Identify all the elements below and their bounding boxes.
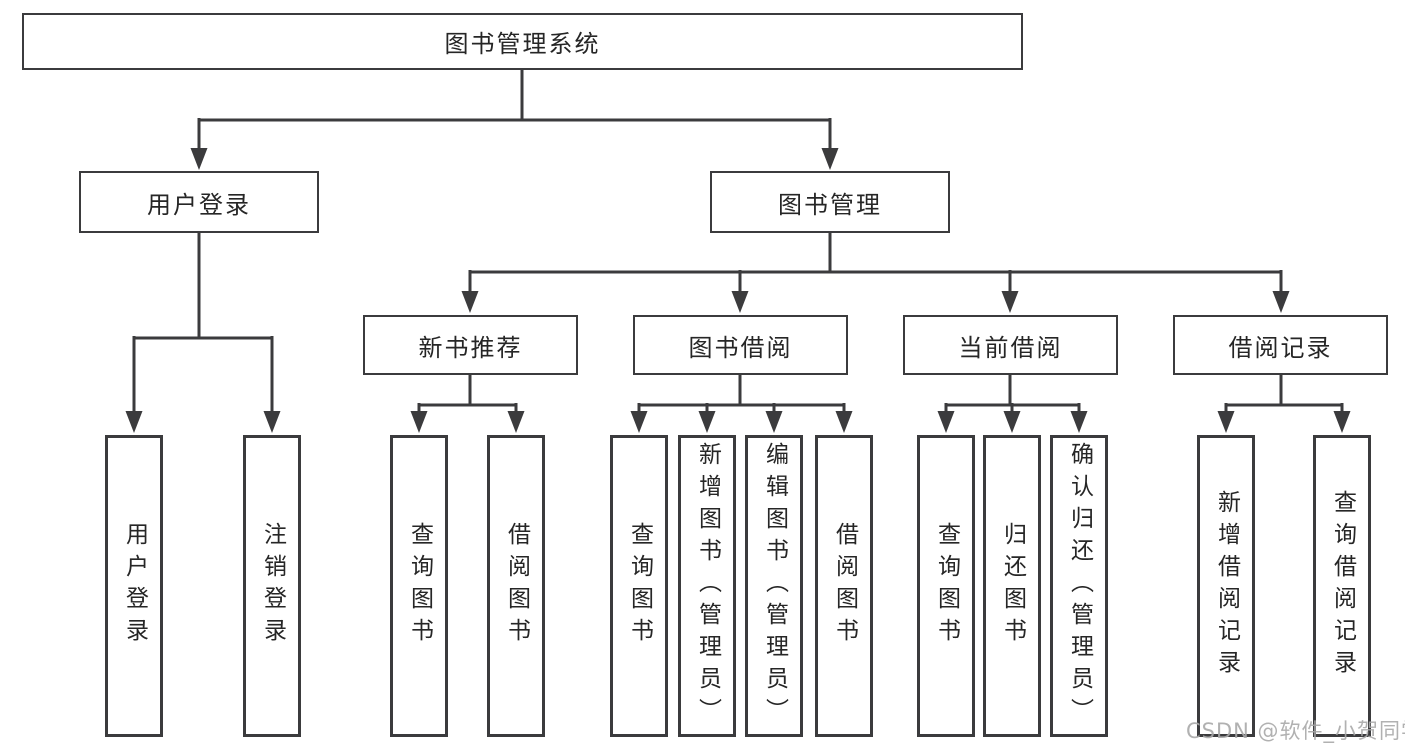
node-leaf-user-login: 用户登录 bbox=[105, 435, 163, 737]
node-root-system: 图书管理系统 bbox=[22, 13, 1023, 70]
node-user-login: 用户登录 bbox=[79, 171, 319, 233]
node-bb-add-books-admin: 新增图书（管理员） bbox=[678, 435, 736, 737]
node-book-management: 图书管理 bbox=[710, 171, 950, 233]
node-new-book-recommendation: 新书推荐 bbox=[363, 315, 578, 375]
node-cb-query-books: 查询图书 bbox=[917, 435, 975, 737]
node-current-borrowing: 当前借阅 bbox=[903, 315, 1118, 375]
node-bb-borrow-books: 借阅图书 bbox=[815, 435, 873, 737]
node-leaf-logout: 注销登录 bbox=[243, 435, 301, 737]
node-cb-return-books: 归还图书 bbox=[983, 435, 1041, 737]
node-borrowing-records: 借阅记录 bbox=[1173, 315, 1388, 375]
node-nb-borrow-books: 借阅图书 bbox=[487, 435, 545, 737]
node-cb-confirm-return-admin: 确认归还（管理员） bbox=[1050, 435, 1108, 737]
node-book-borrowing: 图书借阅 bbox=[633, 315, 848, 375]
node-nb-query-books: 查询图书 bbox=[390, 435, 448, 737]
node-bb-query-books: 查询图书 bbox=[610, 435, 668, 737]
node-bb-edit-books-admin: 编辑图书（管理员） bbox=[745, 435, 803, 737]
node-br-query-borrow-record: 查询借阅记录 bbox=[1313, 435, 1371, 737]
node-br-add-borrow-record: 新增借阅记录 bbox=[1197, 435, 1255, 737]
